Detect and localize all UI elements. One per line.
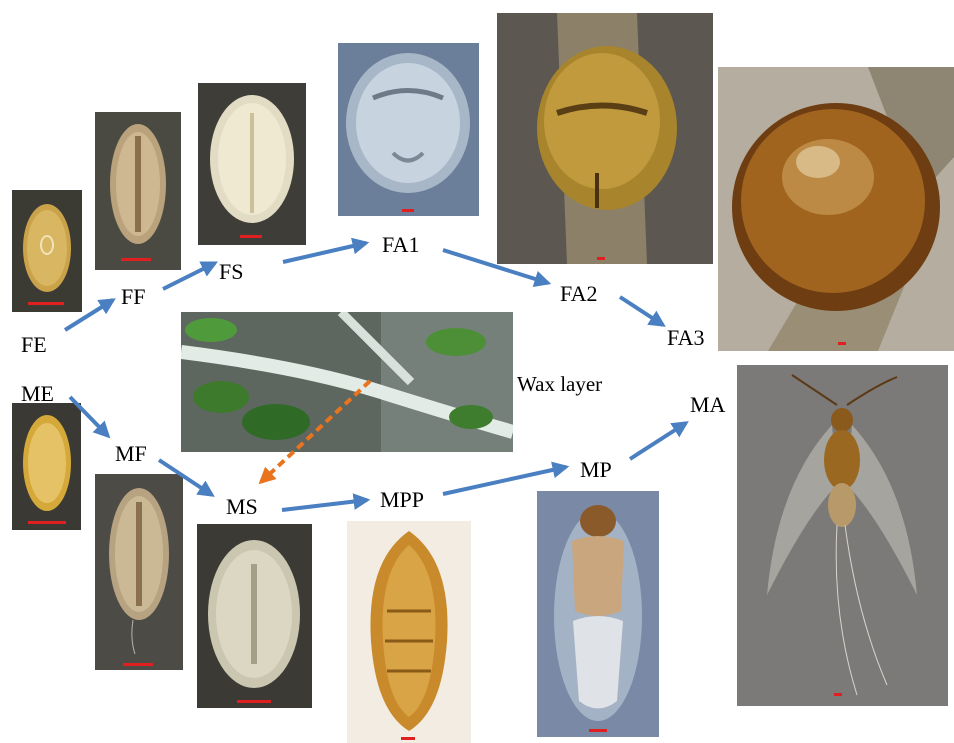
photo-male-prepupa [347,521,471,743]
arrow-mp-ma [630,423,686,459]
label-ff: FF [121,286,145,308]
label-mpp: MPP [380,489,424,511]
label-ms: MS [226,496,258,518]
label-me: ME [21,383,54,405]
label-fa2: FA2 [560,283,598,305]
label-ma: MA [690,394,725,416]
arrow-fa2-fa3 [620,297,663,325]
photo-male-egg [12,403,81,530]
label-fa3: FA3 [667,327,705,349]
label-wax-layer: Wax layer [517,374,602,395]
arrow-mpp-mp [443,467,566,494]
photo-male-pupa [537,491,659,737]
arrow-fs-fa1 [283,243,366,262]
label-fe: FE [21,334,47,356]
photo-female-second-instar [198,83,306,245]
arrow-ms-mpp [282,500,367,510]
label-mf: MF [115,443,147,465]
photo-female-adult-3 [718,67,954,351]
label-fa1: FA1 [382,234,420,256]
photo-female-egg [12,190,82,312]
photo-female-adult-1 [338,43,479,216]
label-mp: MP [580,459,612,481]
photo-female-adult-2 [497,13,713,264]
label-fs: FS [219,261,243,283]
photo-male-first-instar [95,474,183,670]
photo-male-adult [737,365,948,706]
photo-female-first-instar [95,112,181,270]
photo-male-second-instar [197,524,312,708]
photo-wax-layer [181,312,513,452]
